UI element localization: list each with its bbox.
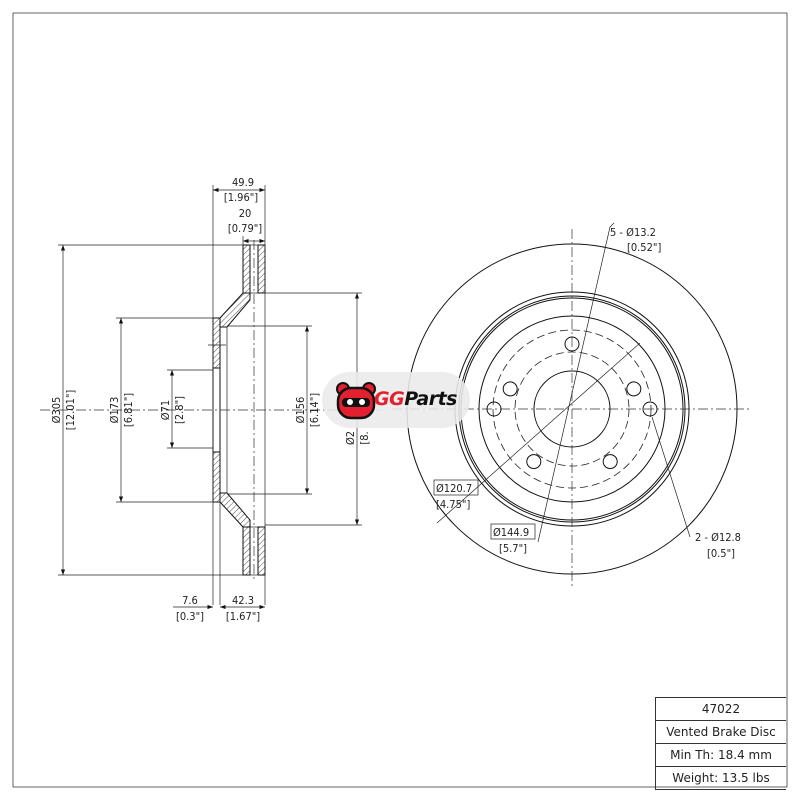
- logo-parts: Parts: [404, 388, 457, 410]
- hat-height-mm: 42.3: [232, 594, 254, 607]
- outer-diameter-in: [12.01"]: [64, 390, 77, 431]
- min-thickness: Min Th: 18.4 mm: [656, 744, 786, 767]
- extra-hole: [642, 401, 658, 417]
- bolt-hole: [626, 381, 642, 397]
- title-block: 47022 Vented Brake Disc Min Th: 18.4 mm …: [655, 697, 786, 790]
- side-section-view: [40, 185, 380, 610]
- inner-hat-in: [6.14"]: [308, 393, 321, 427]
- bolt-hole: [564, 336, 580, 352]
- front-view-labels: 5 - Ø13.2 [0.52"] Ø120.7 [4.75"] Ø144.9 …: [433, 226, 741, 560]
- extra-holes-mm: 2 - Ø12.8: [695, 531, 741, 544]
- hat-diameter-mm: Ø173: [108, 397, 121, 424]
- overall-width-in: [1.96"]: [224, 191, 258, 204]
- weight: Weight: 13.5 lbs: [656, 767, 786, 790]
- extra-holes-in: [0.5"]: [707, 547, 735, 560]
- mascot-icon: [336, 382, 376, 420]
- outer-diameter-mm: Ø305: [50, 397, 63, 424]
- flange-offset-mm: 7.6: [182, 594, 198, 607]
- bolt-holes-mm: 5 - Ø13.2: [610, 226, 656, 239]
- hat-diameter-in: [6.81"]: [122, 393, 135, 427]
- inner-hat-mm: Ø156: [294, 397, 307, 424]
- part-number: 47022: [656, 697, 786, 721]
- pitch-circle-in: [5.7"]: [499, 542, 527, 555]
- flange-offset-in: [0.3"]: [176, 610, 204, 623]
- bolt-hole: [602, 454, 618, 470]
- bolt-holes-in: [0.52"]: [627, 241, 661, 254]
- part-type: Vented Brake Disc: [656, 721, 786, 744]
- logo-gg: GG: [374, 388, 405, 410]
- pitch-circle-mm: Ø144.9: [493, 526, 529, 539]
- extra-hole: [486, 401, 502, 417]
- bolt-hole: [526, 454, 542, 470]
- side-view-labels: 49.9 [1.96"] 20 [0.79"] Ø305 [12.01"] Ø1…: [50, 176, 371, 623]
- drawing-frame: [12, 12, 788, 788]
- hidden-diameter-mm: Ø2: [344, 431, 357, 445]
- bolt-circle-in: [4.75"]: [436, 498, 470, 511]
- thickness-in: [0.79"]: [228, 222, 262, 235]
- center-bore-mm: Ø71: [159, 400, 172, 420]
- ggparts-logo: GGParts: [322, 372, 470, 428]
- bolt-circle-mm: Ø120.7: [436, 482, 472, 495]
- bolt-hole: [502, 381, 518, 397]
- center-bore-in: [2.8"]: [173, 396, 186, 424]
- front-view: [392, 222, 752, 589]
- hidden-diameter-in: [8.: [358, 431, 371, 444]
- hat-height-in: [1.67"]: [226, 610, 260, 623]
- thickness-mm: 20: [239, 207, 252, 220]
- overall-width-mm: 49.9: [232, 176, 254, 189]
